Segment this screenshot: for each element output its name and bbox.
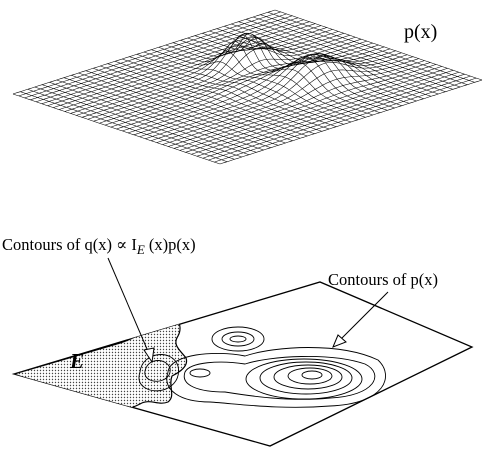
p-contour-main-2: [287, 367, 333, 385]
q-contour-2: [138, 354, 179, 392]
mesh-line-v: [208, 75, 471, 161]
mesh-line-v: [173, 64, 437, 149]
mesh-line-v: [196, 71, 460, 157]
contours-q-subscript: E: [136, 242, 145, 257]
p-contour-upper-3: [211, 326, 265, 352]
arrow-to-q-contours: [107, 257, 155, 364]
contours-q-text: Contours of q(x) ∝ I: [2, 235, 137, 254]
p-contour-main-3: [273, 364, 343, 390]
mesh-line-v: [93, 36, 356, 122]
mesh-line-u: [245, 19, 453, 90]
contours-q-label: Contours of q(x) ∝ IE (x)p(x): [2, 235, 196, 257]
mesh-line-v: [87, 35, 350, 120]
q-contour-1: [144, 360, 171, 382]
p-contour-main-4: [259, 361, 353, 395]
mesh-line-u: [238, 21, 446, 92]
mesh-line-v: [122, 46, 385, 132]
mesh-line-u: [129, 56, 337, 127]
contour-plane: E: [11, 281, 474, 447]
mesh-line-v: [81, 32, 345, 118]
arrow-to-p-contours: [332, 291, 389, 348]
mesh-line-v: [104, 40, 368, 126]
mesh-line-u: [187, 36, 395, 109]
mesh-line-v: [179, 66, 442, 151]
mesh-line-u: [107, 63, 315, 134]
mesh-line-u: [122, 58, 330, 130]
mesh-line-v: [191, 70, 454, 155]
region-E-label: E: [69, 349, 84, 373]
mesh-line-u: [143, 51, 352, 123]
density-surface-mesh: [12, 9, 483, 165]
contours-q-tail: (x)p(x): [149, 235, 196, 254]
region-E: [14, 315, 188, 411]
contours-p-label: Contours of p(x): [328, 270, 438, 289]
mesh-line-u: [202, 33, 410, 104]
p-contour-outer-2: [166, 347, 386, 408]
mesh-line-v: [156, 58, 419, 143]
mesh-line-v: [219, 79, 483, 165]
mesh-line-v: [110, 42, 373, 128]
mesh-line-u: [260, 14, 468, 85]
mesh-line-u: [267, 12, 475, 83]
mesh-line-v: [202, 73, 465, 159]
q-contours: [138, 354, 179, 392]
mesh-line-v: [185, 68, 448, 153]
mesh-line-v: [168, 62, 431, 147]
p-contour-upper-1: [229, 335, 247, 343]
px-label: p(x): [404, 21, 437, 43]
mesh-line-u: [253, 16, 461, 88]
p-contours: [166, 326, 386, 408]
p-contour-outer-1: [183, 356, 376, 400]
p-contour-main-1: [301, 370, 323, 380]
p-contour-left-1: [189, 368, 211, 378]
mesh-line-v: [214, 77, 477, 163]
mesh-line-u: [274, 9, 483, 81]
p-contour-upper-2: [221, 331, 255, 347]
mesh-line-u: [136, 54, 344, 125]
